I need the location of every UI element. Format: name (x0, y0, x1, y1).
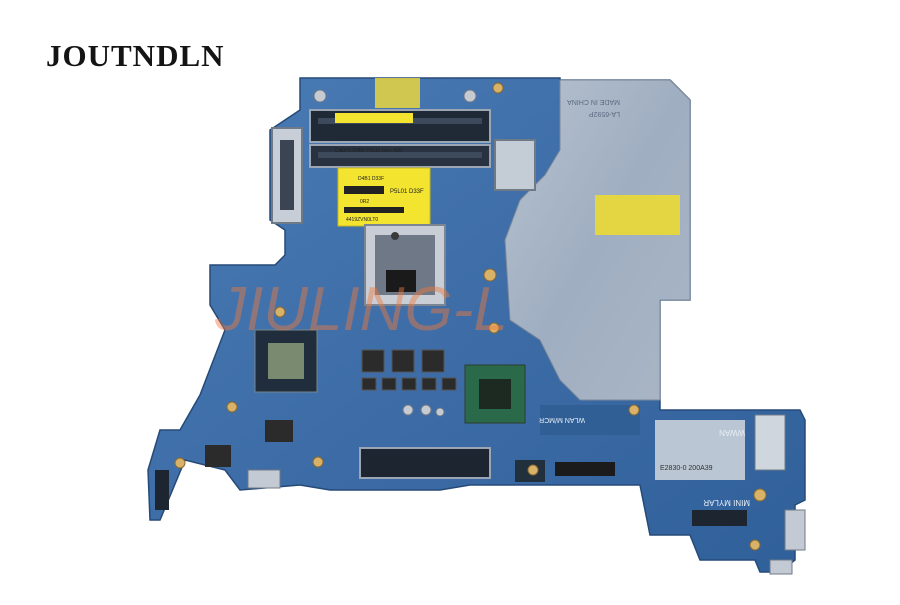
inductor-left (265, 420, 293, 442)
metal-shield-plate (504, 79, 691, 401)
card-slot (754, 414, 786, 471)
barcode-1 (344, 186, 384, 194)
cpu-sticker-line2: P5L01 D33F (390, 189, 424, 195)
brand-title: JOUTNDLN (46, 38, 225, 73)
left-tab-connector (155, 470, 169, 510)
shield-text: MADE IN CHINA LA-6592P (567, 98, 620, 117)
top-yellow-component (375, 78, 420, 108)
docking-connector (359, 447, 491, 479)
barcode-2 (344, 207, 404, 213)
watermark-text: JIULING-L (214, 275, 508, 344)
capacitors (313, 89, 477, 417)
wwan-shield (655, 420, 745, 480)
inductor-left-2 (205, 445, 231, 467)
gpu-chip (254, 329, 318, 393)
power-jack (769, 559, 793, 575)
mini-label: MINI MYLAR (703, 498, 750, 507)
svg-text:MADE IN CHINA: MADE IN CHINA (567, 98, 620, 105)
cpu-sticker-line3: 0R2 (360, 199, 369, 205)
chipset (464, 364, 526, 424)
cpu-sticker-line1: D4B1 D33F (358, 176, 384, 182)
cpu-sticker-line4: 4419ZVN0LT0 (346, 217, 378, 223)
usb-port (784, 509, 806, 551)
board-code: E2830-0 200A39 (660, 465, 713, 472)
wlan-slot (540, 405, 640, 435)
cpu-sticker (337, 167, 431, 227)
wwan-label: WWAN (719, 428, 745, 437)
yellow-tape (595, 195, 680, 235)
dimm-sticker-bg (335, 113, 413, 123)
screw-holes (174, 82, 767, 551)
sata-connector (271, 127, 303, 224)
vrm-chips (361, 349, 457, 391)
wlan-label: WLAN M/MCR (539, 416, 585, 423)
side-connector (494, 139, 536, 191)
svg-text:LA-6592P: LA-6592P (589, 110, 620, 117)
bottom-left-connector (247, 469, 281, 489)
small-connector-2 (555, 462, 615, 476)
cpu-socket (364, 224, 446, 306)
dimm-sticker-text: CN0P5 D4B0 P0110 Rev: A00 (335, 148, 402, 154)
mini-pcie-slot (692, 510, 747, 526)
